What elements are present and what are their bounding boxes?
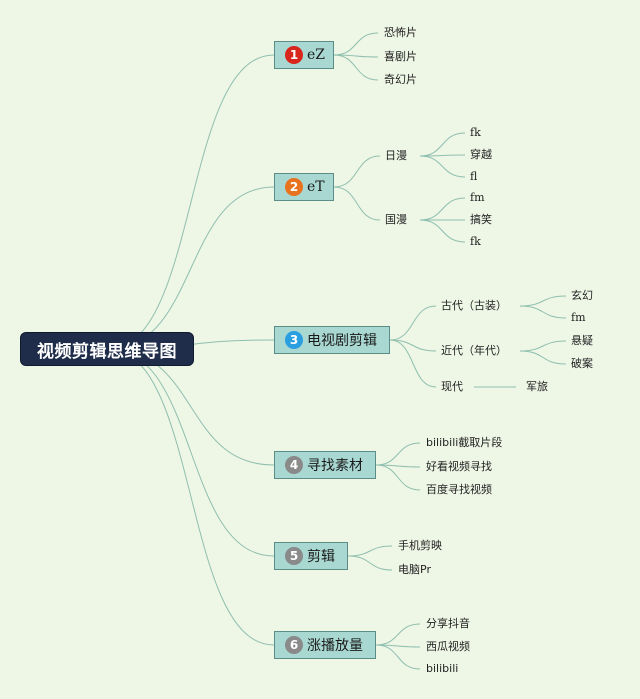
root-label: 视频剪辑思维导图 xyxy=(37,341,177,362)
leaf-node[interactable]: 恐怖片 xyxy=(384,26,417,39)
branch-label: eZ xyxy=(307,47,326,63)
branch-node-6[interactable]: 6 涨播放量 xyxy=(274,631,376,659)
subtopic-node[interactable]: 现代 xyxy=(441,380,463,393)
leaf-node[interactable]: 分享抖音 xyxy=(426,617,470,630)
connector-line xyxy=(419,132,466,157)
leaf-node[interactable]: 西瓜视频 xyxy=(426,640,470,653)
subtopic-node[interactable]: 国漫 xyxy=(385,213,407,226)
subtopic-node[interactable]: 近代（年代） xyxy=(441,344,507,357)
connector-line xyxy=(333,186,381,221)
branch-label: 电视剧剪辑 xyxy=(307,333,377,349)
connector-line xyxy=(419,219,466,243)
connector-line xyxy=(419,197,466,221)
subtopic-node[interactable]: 日漫 xyxy=(385,149,407,162)
connector-line xyxy=(375,442,421,466)
connector-line xyxy=(375,464,421,491)
branch-label: 寻找素材 xyxy=(307,458,363,474)
leaf-node[interactable]: fk xyxy=(470,235,481,248)
connector-line xyxy=(519,295,567,307)
connector-line xyxy=(419,155,466,178)
connector-line xyxy=(519,340,567,352)
connector-line xyxy=(107,54,275,350)
leaf-node[interactable]: 悬疑 xyxy=(571,334,593,347)
branch-number-badge: 3 xyxy=(285,331,303,349)
branch-label: eT xyxy=(307,179,325,195)
branch-node-1[interactable]: 1 eZ xyxy=(274,41,334,69)
connector-line xyxy=(519,350,567,365)
root-node[interactable]: 视频剪辑思维导图 xyxy=(20,332,194,366)
leaf-node[interactable]: fk xyxy=(470,126,481,139)
leaf-node[interactable]: 破案 xyxy=(571,357,593,370)
leaf-node[interactable]: 穿越 xyxy=(470,148,492,161)
connector-line xyxy=(333,32,379,56)
branch-number-badge: 5 xyxy=(285,547,303,565)
branch-node-4[interactable]: 4 寻找素材 xyxy=(274,451,376,479)
leaf-node[interactable]: fm xyxy=(470,191,485,204)
connector-line xyxy=(333,155,381,188)
branch-number-badge: 6 xyxy=(285,636,303,654)
subtopic-node[interactable]: 古代（古装） xyxy=(441,299,507,312)
connector-line xyxy=(347,555,393,571)
leaf-node[interactable]: fm xyxy=(571,311,586,324)
connector-line xyxy=(389,339,437,388)
leaf-node[interactable]: 百度寻找视频 xyxy=(426,483,492,496)
leaf-node[interactable]: 玄幻 xyxy=(571,289,593,302)
branch-number-badge: 1 xyxy=(285,46,303,64)
branch-number-badge: 4 xyxy=(285,456,303,474)
connector-line xyxy=(375,623,421,646)
connector-line xyxy=(347,545,393,557)
branch-node-2[interactable]: 2 eT xyxy=(274,173,334,201)
connector-line xyxy=(107,348,275,557)
connector-line xyxy=(375,644,421,670)
leaf-node[interactable]: 搞笑 xyxy=(470,213,492,226)
connector-line xyxy=(107,348,275,466)
branch-label: 涨播放量 xyxy=(307,638,363,654)
leaf-node[interactable]: bilibili截取片段 xyxy=(426,436,503,449)
leaf-node[interactable]: 手机剪映 xyxy=(398,539,442,552)
leaf-node[interactable]: 电脑Pr xyxy=(398,563,431,576)
leaf-node[interactable]: fl xyxy=(470,170,478,183)
connector-line xyxy=(519,305,567,319)
connector-line xyxy=(107,348,275,646)
leaf-node[interactable]: bilibili xyxy=(426,662,459,675)
leaf-node[interactable]: 好看视频寻找 xyxy=(426,460,492,473)
connector-line xyxy=(389,339,437,352)
leaf-node[interactable]: 奇幻片 xyxy=(384,73,417,86)
connector-line xyxy=(389,305,437,341)
branch-node-5[interactable]: 5 剪辑 xyxy=(274,542,348,570)
branch-number-badge: 2 xyxy=(285,178,303,196)
connector-line xyxy=(107,186,275,350)
leaf-node[interactable]: 喜剧片 xyxy=(384,50,417,63)
branch-label: 剪辑 xyxy=(307,549,335,565)
leaf-node[interactable]: 军旅 xyxy=(526,380,548,393)
connector-line xyxy=(333,54,379,81)
branch-node-3[interactable]: 3 电视剧剪辑 xyxy=(274,326,390,354)
